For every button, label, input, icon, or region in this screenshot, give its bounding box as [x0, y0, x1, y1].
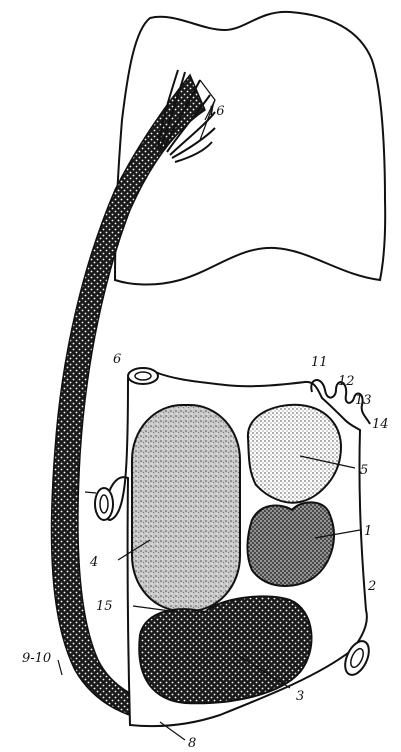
label-8: 8: [188, 736, 196, 751]
organ-4: [132, 405, 240, 611]
label-9-10: 9-10: [22, 651, 51, 666]
label-4: 4: [89, 555, 98, 570]
label-15: 15: [96, 599, 113, 614]
label-16: 16: [208, 104, 225, 119]
label-12: 12: [338, 374, 355, 389]
label-2: 2: [367, 579, 376, 594]
label-7: 7: [70, 485, 79, 500]
label-6: 6: [113, 352, 121, 367]
label-3: 3: [296, 689, 304, 704]
label-11: 11: [311, 355, 328, 370]
label-14: 14: [372, 417, 389, 432]
label-1: 1: [364, 524, 372, 539]
label-5: 5: [360, 463, 368, 478]
label-13: 13: [355, 393, 372, 408]
